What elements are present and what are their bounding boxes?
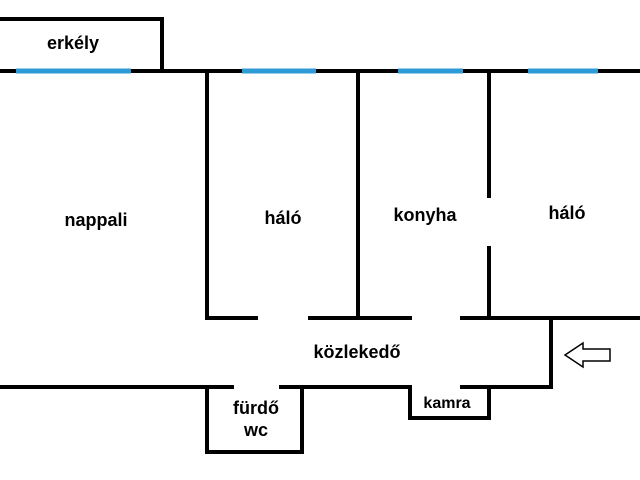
label-halo-1: háló [264, 208, 301, 228]
entrance-arrow-shape [563, 341, 611, 369]
label-halo-2: háló [548, 203, 585, 223]
label-erkely: erkély [47, 33, 99, 53]
label-nappali: nappali [64, 210, 127, 230]
labels: erkély nappali háló konyha háló közleked… [47, 33, 586, 440]
label-kozlekedo: közlekedő [313, 342, 400, 362]
pantry-wall [408, 385, 491, 420]
label-kamra: kamra [423, 395, 470, 412]
label-furdo: fürdő [233, 398, 279, 418]
label-wc: wc [243, 420, 268, 440]
label-konyha: konyha [393, 205, 457, 225]
balcony-wall [0, 17, 164, 73]
bathroom-wall [205, 385, 304, 454]
entrance-arrow-icon [563, 341, 611, 369]
